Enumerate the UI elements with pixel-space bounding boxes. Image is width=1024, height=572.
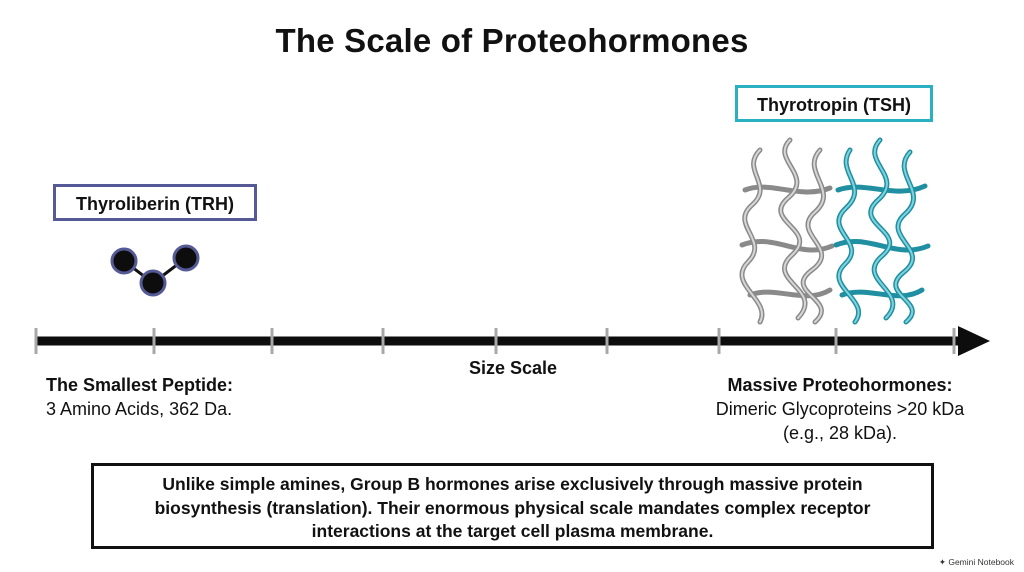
tsh-label: Thyrotropin (TSH) bbox=[735, 85, 933, 122]
page-title: The Scale of Proteohormones bbox=[275, 22, 749, 59]
brand-watermark: ✦ Gemini Notebook bbox=[939, 557, 1014, 568]
axis-arrowhead-icon bbox=[958, 326, 990, 356]
trh-caption: The Smallest Peptide: 3 Amino Acids, 362… bbox=[46, 373, 233, 421]
trh-molecule-icon bbox=[110, 244, 200, 297]
tsh-caption: Massive Proteohormones: Dimeric Glycopro… bbox=[680, 373, 1000, 445]
tsh-protein-structure-icon bbox=[739, 137, 931, 325]
summary-note: Unlike simple amines, Group B hormones a… bbox=[91, 463, 934, 549]
tsh-caption-detail-line1: Dimeric Glycoproteins >20 kDa bbox=[715, 399, 965, 419]
brand-text: Gemini Notebook bbox=[948, 557, 1014, 567]
tsh-caption-heading: Massive Proteohormones: bbox=[727, 375, 953, 395]
tsh-caption-detail-line2: (e.g., 28 kDa). bbox=[782, 423, 898, 443]
axis-label: Size Scale bbox=[468, 358, 558, 378]
trh-caption-detail: 3 Amino Acids, 362 Da. bbox=[46, 399, 233, 419]
brand-sparkle-icon: ✦ bbox=[938, 557, 946, 567]
trh-label: Thyroliberin (TRH) bbox=[53, 184, 257, 221]
axis-ticks bbox=[34, 328, 956, 354]
size-scale-axis bbox=[34, 326, 990, 356]
trh-caption-heading: The Smallest Peptide: bbox=[46, 375, 234, 395]
